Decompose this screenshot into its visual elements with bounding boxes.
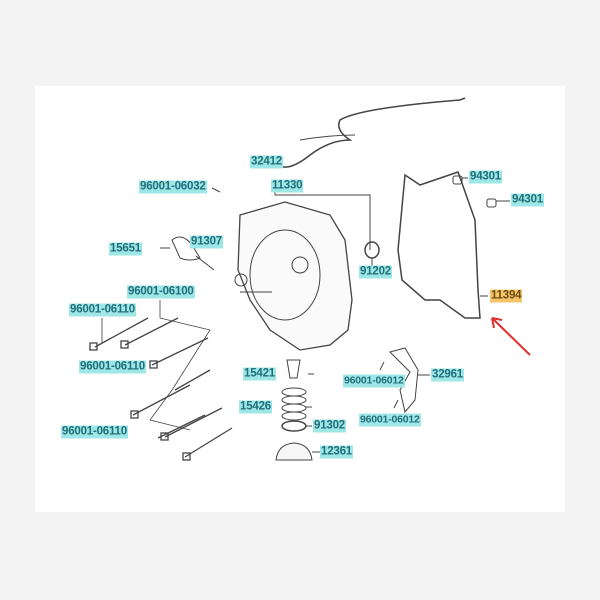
part-label-91307[interactable]: 91307 xyxy=(190,235,223,249)
drain-plug-part xyxy=(275,442,313,461)
dipstick-part xyxy=(160,236,215,271)
part-label-94301[interactable]: 94301 xyxy=(511,193,544,207)
gasket-part xyxy=(397,171,481,319)
spring-part xyxy=(281,387,307,421)
oil-seal-part xyxy=(364,241,380,259)
part-label-91202[interactable]: 91202 xyxy=(359,265,392,279)
part-label-91302[interactable]: 91302 xyxy=(313,419,346,433)
red-arrow-indicator xyxy=(491,317,531,356)
part-label-15651[interactable]: 15651 xyxy=(109,242,142,256)
part-label-11330[interactable]: 11330 xyxy=(271,179,304,193)
part-label-96001-06012[interactable]: 96001-06012 xyxy=(343,374,405,388)
o-ring-part xyxy=(281,420,307,432)
part-label-32412[interactable]: 32412 xyxy=(250,155,283,169)
part-label-96001-06110[interactable]: 96001-06110 xyxy=(79,360,146,374)
bracket-part xyxy=(389,347,419,414)
part-label-15426[interactable]: 15426 xyxy=(239,400,272,414)
screw-part xyxy=(211,187,221,193)
part-label-11394-highlighted[interactable]: 11394 xyxy=(490,289,523,303)
part-label-94301[interactable]: 94301 xyxy=(469,170,502,184)
part-label-96001-06100[interactable]: 96001-06100 xyxy=(127,285,195,299)
dowel-pin-part xyxy=(486,198,497,208)
part-label-96001-06110[interactable]: 96001-06110 xyxy=(61,425,128,439)
dowel-pin-part xyxy=(452,175,463,185)
oil-strainer-part xyxy=(286,359,301,379)
crankcase-cover-part xyxy=(237,201,353,351)
part-label-96001-06012[interactable]: 96001-06012 xyxy=(359,413,421,427)
part-label-96001-06032[interactable]: 96001-06032 xyxy=(139,180,207,194)
part-label-12361[interactable]: 12361 xyxy=(320,445,353,459)
long-bolts-part xyxy=(89,300,233,461)
part-label-15421[interactable]: 15421 xyxy=(243,367,276,381)
screw-part xyxy=(379,361,399,409)
part-label-96001-06110[interactable]: 96001-06110 xyxy=(69,303,136,317)
part-label-32961[interactable]: 32961 xyxy=(431,368,464,382)
cable-part xyxy=(268,97,466,168)
